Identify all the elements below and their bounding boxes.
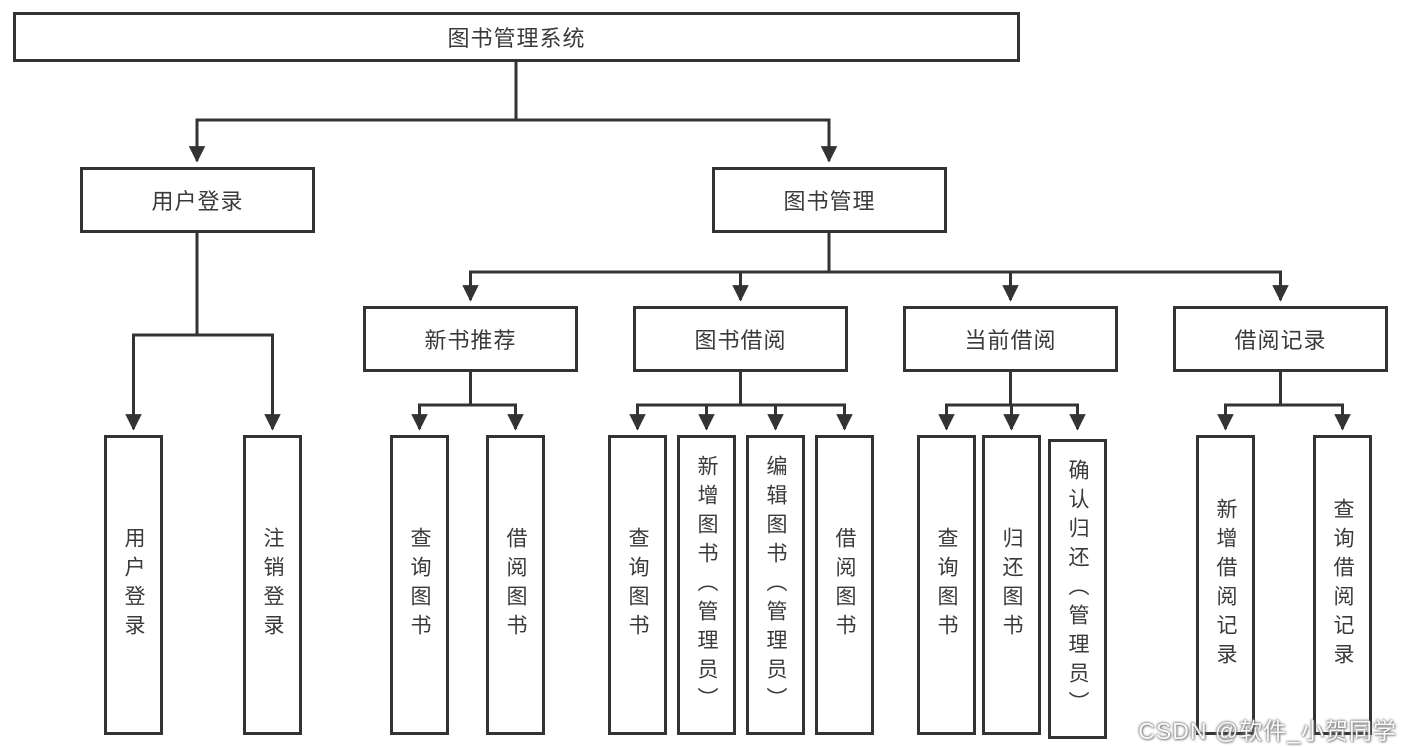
node-leaf-add-book-admin: 新增图书（管理员） <box>677 435 736 735</box>
node-root: 图书管理系统 <box>13 12 1020 62</box>
watermark: CSDN @软件_小贺同学 <box>1138 718 1397 744</box>
node-book-management: 图书管理 <box>712 167 947 233</box>
node-borrow-records: 借阅记录 <box>1173 306 1388 372</box>
node-leaf-confirm-return-admin: 确认归还（管理员） <box>1048 439 1107 739</box>
node-new-book-recommend: 新书推荐 <box>363 306 578 372</box>
node-current-borrow: 当前借阅 <box>903 306 1118 372</box>
node-leaf-query-books-1: 查询图书 <box>390 435 449 735</box>
node-leaf-borrow-books-2: 借阅图书 <box>815 435 874 735</box>
node-user-login: 用户登录 <box>80 167 315 233</box>
node-leaf-add-borrow-record: 新增借阅记录 <box>1196 435 1255 735</box>
node-leaf-query-books-3: 查询图书 <box>917 435 976 735</box>
node-book-borrow: 图书借阅 <box>633 306 848 372</box>
node-leaf-user-login: 用户登录 <box>104 435 163 735</box>
node-leaf-edit-book-admin: 编辑图书（管理员） <box>746 435 805 735</box>
node-leaf-borrow-books-1: 借阅图书 <box>486 435 545 735</box>
node-leaf-query-borrow-record: 查询借阅记录 <box>1313 435 1372 735</box>
node-leaf-return-book: 归还图书 <box>982 435 1041 735</box>
node-leaf-logout: 注销登录 <box>243 435 302 735</box>
node-leaf-query-books-2: 查询图书 <box>608 435 667 735</box>
